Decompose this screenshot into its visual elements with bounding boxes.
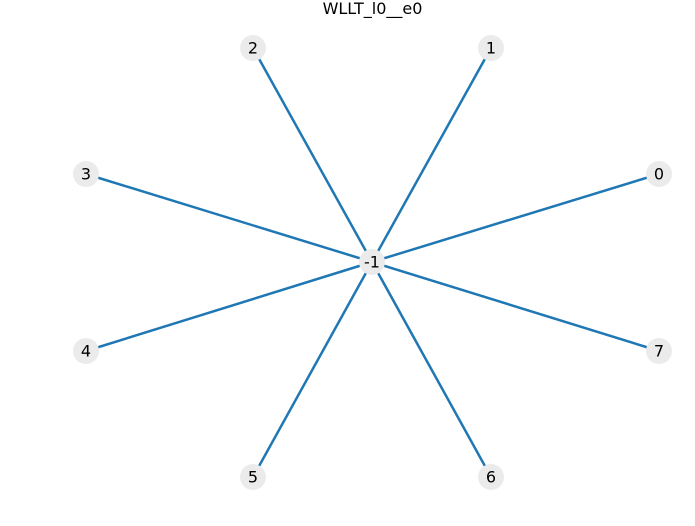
edge-center-n6 — [370, 261, 493, 478]
node-label: -1 — [364, 253, 380, 272]
node-label: 6 — [486, 468, 496, 487]
node-label: 0 — [654, 165, 664, 184]
node-circle — [646, 338, 672, 364]
edge-center-n5 — [251, 261, 374, 478]
node-n2: 2 — [240, 35, 266, 61]
node-n6: 6 — [478, 464, 504, 490]
node-label: 2 — [248, 39, 258, 58]
node-circle — [73, 161, 99, 187]
node-label: 7 — [654, 342, 664, 361]
edge-center-n4 — [85, 260, 373, 353]
node-n5: 5 — [240, 464, 266, 490]
node-label: 3 — [81, 165, 91, 184]
graph-title: WLLT_l0__e0 — [322, 0, 423, 18]
node-label: 4 — [81, 342, 91, 361]
node-circle — [240, 35, 266, 61]
node-center: -1 — [359, 249, 385, 275]
node-n3: 3 — [73, 161, 99, 187]
node-circle — [73, 338, 99, 364]
edge-center-n7 — [371, 260, 660, 353]
node-circle — [478, 464, 504, 490]
node-label: 5 — [248, 468, 258, 487]
node-n1: 1 — [478, 35, 504, 61]
node-n4: 4 — [73, 338, 99, 364]
node-n0: 0 — [646, 161, 672, 187]
node-label: 1 — [486, 39, 496, 58]
node-circle — [478, 35, 504, 61]
node-circle — [646, 161, 672, 187]
edge-center-n0 — [371, 172, 660, 264]
edge-center-n3 — [85, 172, 373, 264]
edges-layer — [85, 47, 660, 478]
node-n7: 7 — [646, 338, 672, 364]
nodes-layer: -1 0 1 2 3 4 5 6 7 — [73, 35, 672, 490]
edge-center-n1 — [370, 47, 493, 263]
node-circle — [359, 249, 385, 275]
edge-center-n2 — [251, 47, 374, 263]
node-circle — [240, 464, 266, 490]
